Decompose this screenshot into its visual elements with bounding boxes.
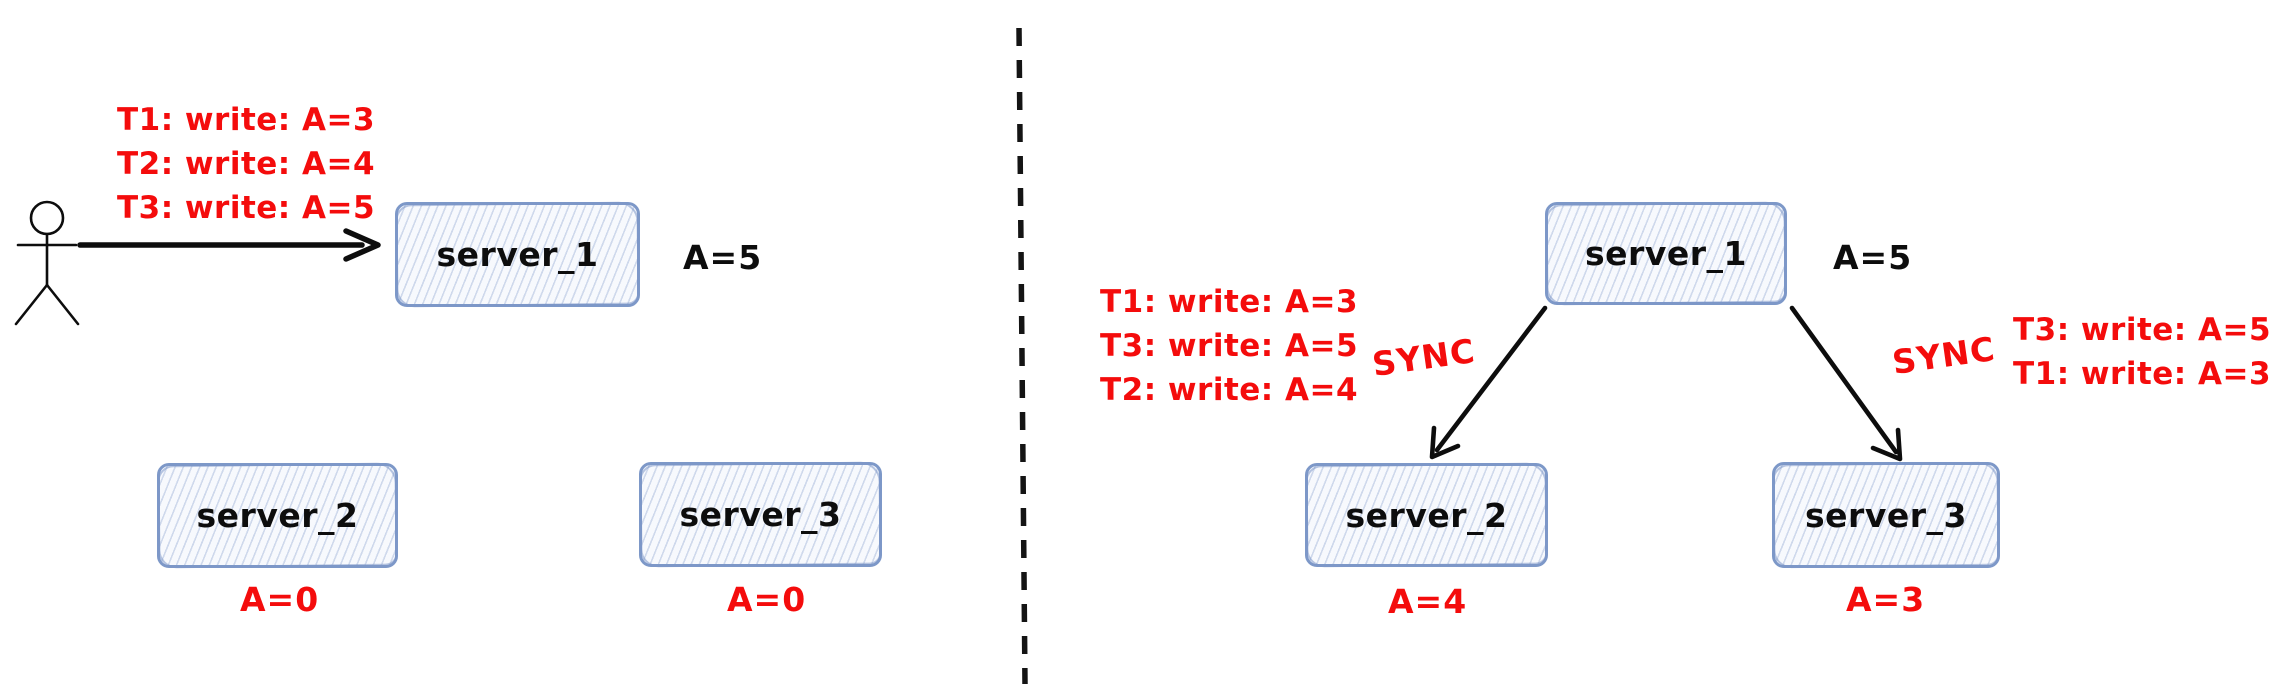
client-write-arrow — [77, 228, 381, 262]
server-box-left-server-1: server_1 — [395, 202, 640, 307]
write-line-t1: T1: write: A=3 — [1100, 284, 1359, 320]
server-label: server_1 — [1585, 234, 1747, 273]
client-person-icon — [14, 200, 80, 326]
server-box-right-server-1: server_1 — [1545, 202, 1787, 305]
sync-label-right: SYNC — [1889, 328, 1998, 383]
value-label-left-server-1: A=5 — [683, 238, 763, 277]
sync-arrow-to-server-2 — [1429, 305, 1548, 460]
write-line-t1: T1: write: A=3 — [2013, 356, 2272, 392]
write-line-t2: T2: write: A=4 — [1100, 372, 1359, 408]
value-label-right-server-2: A=4 — [1388, 582, 1468, 621]
server-label: server_3 — [1805, 495, 1967, 535]
server-label: server_1 — [436, 235, 599, 274]
sync-writes-list-left: T1: write: A=3 T3: write: A=5 T2: write:… — [1100, 280, 1358, 412]
value-label-left-server-3: A=0 — [727, 580, 807, 619]
server-label: server_3 — [679, 495, 842, 534]
panel-divider — [1016, 27, 1028, 685]
server-box-left-server-3: server_3 — [639, 462, 882, 567]
server-box-left-server-2: server_2 — [157, 463, 398, 568]
value-label-right-server-3: A=3 — [1846, 580, 1926, 619]
value-label-left-server-2: A=0 — [240, 580, 320, 619]
server-label: server_2 — [1345, 495, 1508, 535]
sync-arrow-to-server-3 — [1789, 305, 1903, 462]
write-line-t3: T3: write: A=5 — [1100, 328, 1359, 364]
client-writes-list: T1: write: A=3 T2: write: A=4 T3: write:… — [117, 98, 375, 230]
sync-label-left: SYNC — [1369, 330, 1478, 385]
server-box-right-server-2: server_2 — [1305, 463, 1548, 567]
write-line-t2: T2: write: A=4 — [117, 146, 376, 182]
write-line-t3: T3: write: A=5 — [2013, 312, 2272, 348]
write-line-t3: T3: write: A=5 — [117, 190, 376, 226]
write-line-t1: T1: write: A=3 — [117, 102, 376, 138]
value-label-right-server-1: A=5 — [1833, 238, 1913, 277]
sync-writes-list-right: T3: write: A=5 T1: write: A=3 — [2013, 308, 2271, 396]
server-label: server_2 — [196, 496, 359, 535]
server-box-right-server-3: server_3 — [1772, 462, 2000, 568]
